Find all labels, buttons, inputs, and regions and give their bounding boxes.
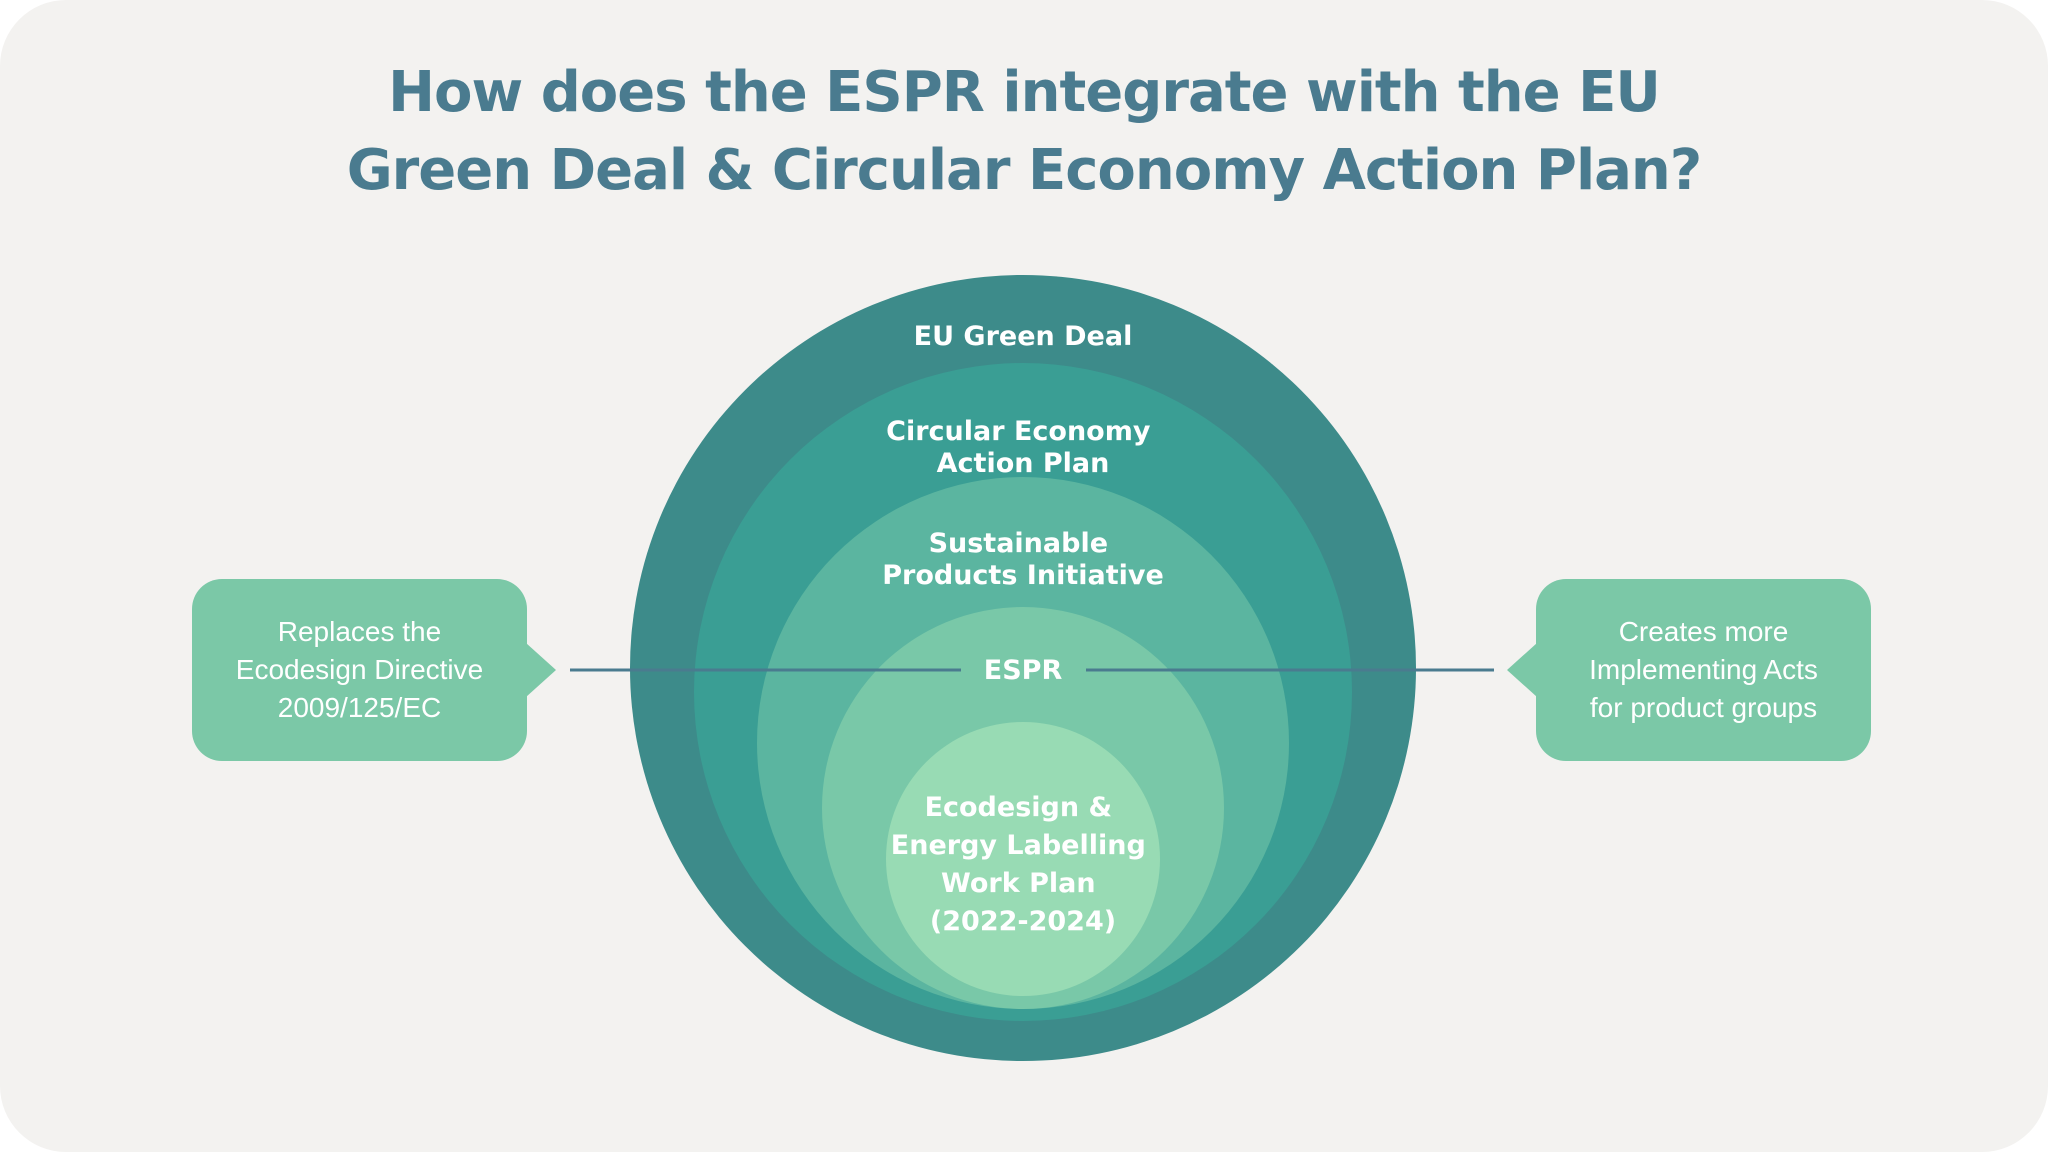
ring-work-plan: [886, 722, 1160, 996]
label-circular-economy-action-plan: Circular Economy Action Plan: [886, 416, 1160, 479]
callout-pointer-left: [526, 643, 556, 697]
callout-replaces-directive: Replaces the Ecodesign Directive 2009/12…: [192, 579, 556, 761]
callout-right-line-3: for product groups: [1589, 692, 1818, 723]
callout-left-line-3: 2009/125/EC: [277, 692, 442, 723]
callout-right-line-1: Creates more: [1618, 616, 1789, 647]
label-work-plan: Ecodesign & Energy Labelling Work Plan (…: [891, 792, 1155, 937]
callout-right-text: Creates more Implementing Acts for produ…: [1589, 613, 1818, 727]
callout-implementing-acts: Creates more Implementing Acts for produ…: [1507, 579, 1871, 761]
page-title: How does the ESPR integrate with the EU …: [0, 54, 2048, 210]
callout-left-text: Replaces the Ecodesign Directive 2009/12…: [236, 613, 483, 727]
label-espr: ESPR: [984, 655, 1063, 686]
title-line-2: Green Deal & Circular Economy Action Pla…: [346, 138, 1703, 203]
callout-right-line-2: Implementing Acts: [1589, 654, 1818, 685]
callout-pointer-right: [1507, 643, 1537, 697]
label-eu-green-deal: EU Green Deal: [914, 321, 1133, 352]
callout-left-line-1: Replaces the: [277, 616, 442, 647]
label-sustainable-products-initiative: Sustainable Products Initiative: [882, 528, 1164, 591]
title-line-1: How does the ESPR integrate with the EU: [388, 60, 1661, 125]
callout-left-line-2: Ecodesign Directive: [235, 654, 484, 685]
